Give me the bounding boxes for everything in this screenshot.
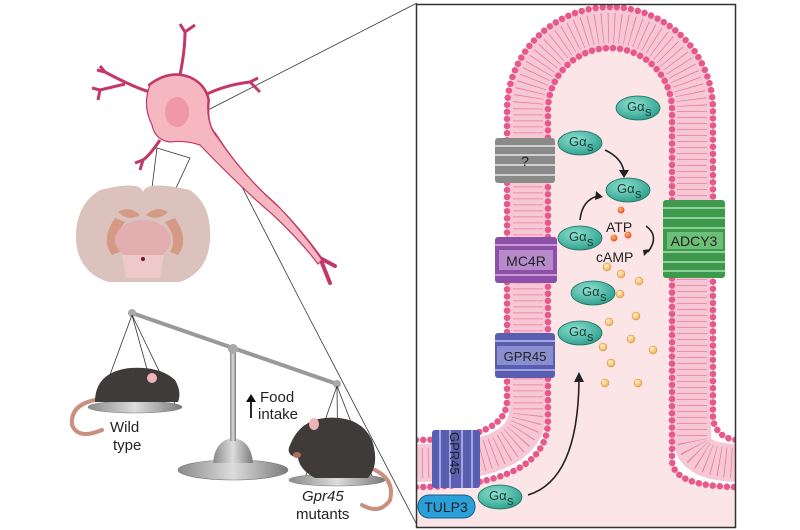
adcy3-enzyme: ADCY3 xyxy=(663,200,725,278)
adcy3-label: ADCY3 xyxy=(671,233,718,249)
galpha-sub-label: s xyxy=(507,493,514,508)
labels-left: Wild type Food intake Gpr45 mutants xyxy=(110,389,349,523)
mutants-label-2: mutants xyxy=(296,506,349,523)
mutants-label-1: Gpr45 xyxy=(302,488,344,505)
unknown-receptor-label: ? xyxy=(521,153,529,169)
panel-border xyxy=(415,3,737,529)
gpr45-base-receptor: GPR45 xyxy=(432,430,480,488)
mc4r-receptor: MC4R xyxy=(495,237,557,283)
food-intake-label-1: Food xyxy=(260,389,294,406)
food-intake-label-2: intake xyxy=(258,406,298,423)
up-arrow-icon xyxy=(246,394,256,418)
neuron xyxy=(91,23,337,285)
galpha-label: Gα xyxy=(569,324,587,339)
mc4r-label: MC4R xyxy=(506,253,546,269)
galpha-sub-label: s xyxy=(600,289,607,304)
tulp3-label: TULP3 xyxy=(424,499,468,515)
galpha-label: Gα xyxy=(617,181,635,196)
wild-type-label-2: type xyxy=(113,437,141,454)
wild-type-mouse xyxy=(69,367,180,436)
gpr45-cilium-receptor: GPR45 xyxy=(495,333,555,378)
unknown-receptor: ? xyxy=(495,138,555,183)
galpha-label: Gα xyxy=(627,99,645,114)
arrowheads xyxy=(574,170,651,382)
wild-type-label-1: Wild xyxy=(110,419,139,436)
brain-section xyxy=(75,185,211,282)
galpha-sub-label: s xyxy=(587,234,594,249)
gpr45-base-label: GPR45 xyxy=(447,432,462,475)
gpr45-cilium-label: GPR45 xyxy=(504,349,547,364)
galpha-label: Gα xyxy=(582,284,600,299)
galpha-label: Gα xyxy=(569,229,587,244)
galpha-label: Gα xyxy=(489,488,507,503)
galpha-sub-label: s xyxy=(645,104,652,119)
camp-label: cAMP xyxy=(596,249,633,265)
membrane-outer-heads xyxy=(417,4,735,444)
tulp3-protein: TULP3 xyxy=(417,494,476,519)
galpha-label: Gα xyxy=(569,134,587,149)
galpha-sub-label: s xyxy=(587,139,594,154)
atp-label: ATP xyxy=(606,219,632,235)
mutant-mouse xyxy=(288,417,393,511)
galpha-sub-label: s xyxy=(635,186,642,201)
atp-molecules xyxy=(610,206,632,242)
galpha-sub-label: s xyxy=(587,329,594,344)
membrane-inner-heads xyxy=(417,44,735,491)
camp-molecules xyxy=(598,262,658,388)
